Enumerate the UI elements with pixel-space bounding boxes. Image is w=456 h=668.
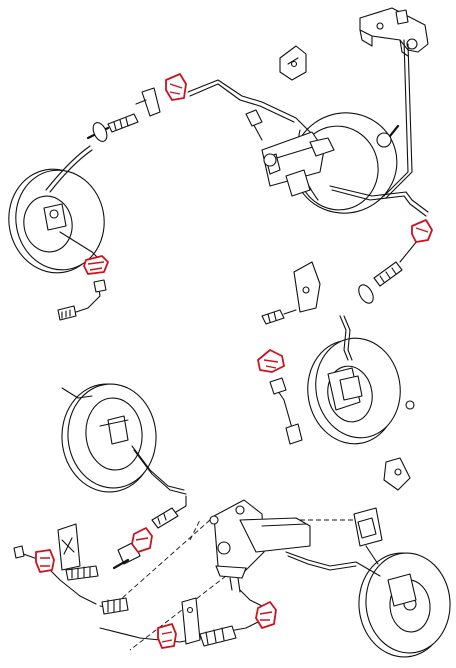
top-mounting-bracket	[359, 7, 429, 57]
hose-clip-icon	[157, 623, 177, 649]
rear-left-wheel	[61, 383, 187, 495]
front-left-hose	[86, 87, 161, 142]
front-right-wheel	[307, 337, 415, 445]
mid-right-bracket	[383, 457, 411, 491]
front-brake-lines	[187, 39, 429, 217]
bottom-hose	[101, 597, 237, 647]
hose-clip-icon	[35, 549, 55, 573]
banjo-bolt-icon	[261, 309, 297, 325]
rear-right-wheel	[358, 552, 451, 658]
front-left-bleeder-line	[57, 279, 107, 321]
hose-clip-icon	[165, 73, 187, 101]
front-right-bleeder-line	[269, 377, 303, 445]
rear-right-bracket	[353, 507, 383, 565]
hose-clip-icon	[255, 601, 277, 629]
leader-lines	[119, 519, 356, 651]
rear-left-bracket	[57, 523, 81, 571]
front-left-wheel	[8, 145, 105, 274]
upper-line-bracket	[279, 45, 307, 81]
hose-clip-icon	[411, 219, 433, 243]
rear-brake-lines	[39, 551, 381, 643]
highlighted-clips	[35, 73, 433, 649]
rear-left-lower-hose	[13, 545, 99, 581]
brake-booster	[245, 109, 400, 214]
proportioning-valve	[209, 499, 311, 593]
front-right-bracket	[293, 261, 321, 313]
bottom-center-bracket	[181, 597, 201, 645]
hose-clip-icon	[257, 349, 285, 373]
hose-clip-icon	[131, 527, 153, 553]
hose-clip-icon	[83, 255, 109, 275]
